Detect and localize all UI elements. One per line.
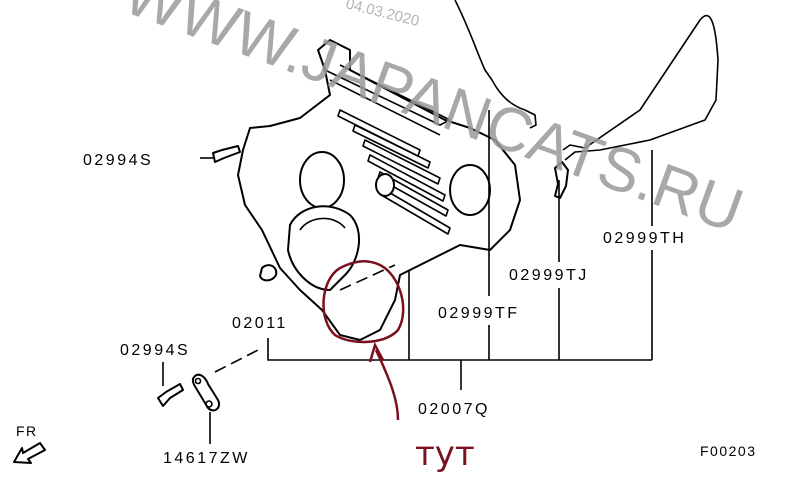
direction-label: FR [16, 423, 38, 439]
red-circle [322, 260, 405, 344]
figure-code: F00203 [700, 443, 756, 459]
label-bolt-lower: 02994S [120, 342, 190, 359]
svg-text:04.03.2020: 04.03.2020 [344, 0, 421, 30]
red-annotation: тут [322, 260, 475, 474]
label-cover-assy: 02007Q [418, 401, 490, 418]
cover-slots [337, 109, 451, 235]
front-arrow-icon [13, 442, 46, 464]
label-bolt-upper: 02994S [83, 152, 153, 169]
bolt-lower [157, 383, 184, 407]
crank-opening-inner [299, 217, 346, 231]
label-clip: 02999TJ [509, 267, 589, 284]
label-gasket: 02999TH [603, 230, 686, 247]
grommet-part [259, 264, 278, 282]
label-grommet: 02011 [232, 315, 288, 332]
red-arrow [368, 341, 400, 421]
bolt-upper [212, 145, 241, 163]
gasket-wire [454, 0, 719, 161]
label-cover-front: 02999TF [438, 305, 520, 322]
annotation-text: тут [415, 434, 475, 474]
cover-hole-3 [375, 173, 395, 197]
label-bracket: 14617ZW [163, 450, 250, 467]
crank-opening [287, 205, 361, 291]
cover-hole-2 [449, 164, 491, 216]
cover-hole-1 [299, 151, 345, 209]
cover-rib [324, 64, 451, 136]
leader-lines [162, 110, 653, 444]
